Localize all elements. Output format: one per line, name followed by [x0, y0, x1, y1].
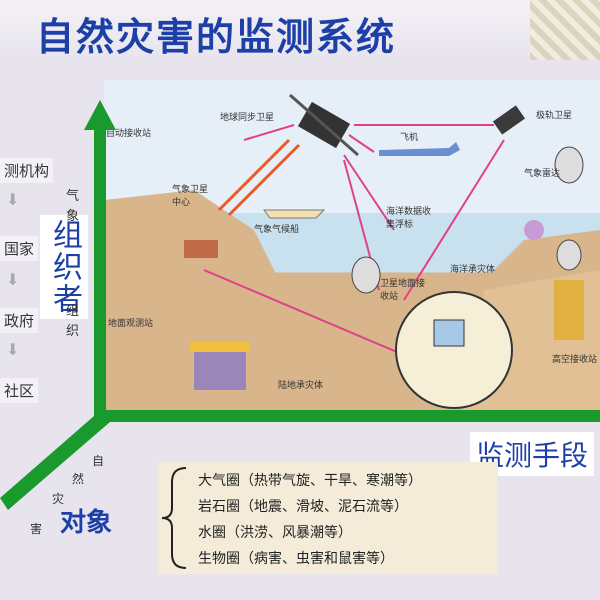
label-ocean-body: 海洋承灾体: [450, 265, 496, 275]
organizer-label: 组织者: [40, 215, 88, 319]
horizontal-axis: [94, 410, 600, 422]
diagonal-char: 自: [92, 454, 105, 468]
vertical-axis: [94, 128, 106, 422]
brace-icon: [161, 467, 187, 569]
label-weather-ship: 气象气候船: [254, 225, 300, 235]
polar-satellite-icon: [492, 105, 526, 135]
chain-item: 测机构: [0, 158, 54, 183]
objects-box: 大气圈（热带气旋、干旱、寒潮等） 岩石圈（地震、滑坡、泥石流等） 水圈（洪涝、风…: [158, 462, 498, 574]
label-polar-satellite: 极轨卫星: [536, 111, 573, 121]
geo-satellite-icon: [289, 93, 359, 157]
illustration-svg: [104, 93, 600, 412]
diagonal-axis: [0, 416, 110, 510]
label-land-body: 陆地承灾体: [278, 381, 324, 391]
dish-icon: [554, 146, 584, 184]
label-weather-center: 气象卫星中心: [172, 185, 209, 208]
side-char: 织: [66, 324, 80, 339]
diagonal-char: 然: [72, 472, 85, 486]
chain-item: 社区: [0, 378, 39, 403]
diagonal-char: 灾: [52, 492, 65, 506]
down-arrow-icon: ⬇: [6, 270, 20, 289]
label-high-receiver: 高空接收站: [552, 355, 598, 365]
chain-item: 政府: [0, 308, 39, 333]
balloon-icon: [524, 220, 544, 240]
chain-item: 国家: [0, 236, 39, 261]
ship-icon: [263, 209, 326, 219]
object-item: 水圈（洪涝、风暴潮等）: [198, 525, 352, 541]
plane-icon: [379, 142, 460, 156]
down-arrow-icon: ⬇: [6, 340, 20, 359]
object-item: 生物圈（病害、虫害和鼠害等）: [198, 551, 394, 567]
object-item: 岩石圈（地震、滑坡、泥石流等）: [198, 499, 408, 515]
axis-arrowhead-up: [84, 100, 116, 130]
side-char: 气: [66, 189, 80, 204]
decorative-pattern: [530, 0, 600, 60]
side-char: 组: [66, 304, 80, 319]
label-ground-station: 地面观测站: [108, 319, 154, 329]
diagonal-char: 害: [30, 522, 43, 536]
monitoring-illustration: 自动接收站 地球同步卫星 极轨卫星 飞机 气象卫星中心 气象雷达 气象气候船 海…: [104, 80, 600, 412]
label-plane: 飞机: [400, 133, 419, 143]
title-bar: [0, 0, 600, 70]
dish-icon: [556, 239, 582, 271]
center-building: [184, 240, 218, 258]
ground-station-house: [194, 350, 246, 390]
label-ocean-buoy: 海洋数据收集浮标: [386, 207, 432, 230]
label-weather-radar: 气象雷达: [524, 169, 561, 179]
object-item: 大气圈（热带气旋、干旱、寒潮等）: [198, 473, 422, 489]
center-arrows: [217, 138, 301, 217]
objects-label: 对象: [60, 508, 113, 538]
down-arrow-icon: ⬇: [6, 190, 20, 209]
label-auto-station: 自动接收站: [106, 129, 152, 139]
dish-icon: [351, 256, 381, 294]
display-bubble: [395, 291, 513, 409]
side-char: 象: [66, 209, 80, 224]
page-title: 自然灾害的监测系统: [36, 15, 397, 59]
label-geo-satellite: 地球同步卫星: [220, 113, 275, 123]
label-sat-ground: 卫星地面接收站: [380, 279, 426, 302]
high-receiver-tower: [554, 280, 584, 340]
